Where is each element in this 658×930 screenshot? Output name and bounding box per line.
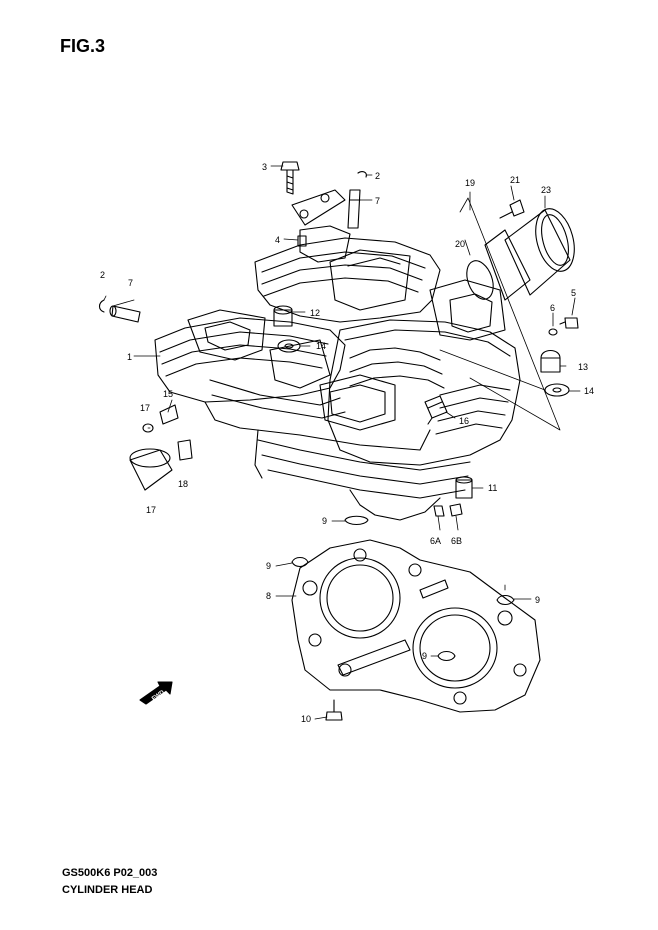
callout-15: 16 — [459, 416, 469, 426]
callout-13: 13 — [578, 362, 588, 372]
callout-18: 18 — [178, 479, 188, 489]
figure-title: FIG.3 — [60, 36, 106, 56]
callout-22: 21 — [510, 175, 520, 185]
pipe-7-left — [109, 305, 141, 323]
pipe-7-right — [347, 189, 361, 229]
washer-14-right — [544, 383, 570, 397]
callout-9-a: 9 — [322, 516, 327, 526]
callout-17: 15 — [163, 389, 173, 399]
callout-11: 11 — [488, 483, 497, 493]
washer-6-right — [548, 328, 558, 336]
bolt-5 — [559, 317, 579, 329]
callout-2-left: 2 — [100, 270, 105, 280]
cylinder-fins — [254, 429, 471, 521]
insulator-21 — [484, 229, 531, 301]
clip-2-right — [357, 171, 367, 178]
callout-19: 17 — [140, 403, 150, 413]
callout-4: 4 — [275, 235, 280, 245]
cap-nut-13 — [540, 349, 561, 373]
callout-21: 20 — [455, 239, 465, 249]
cylinder-head-gasket — [291, 539, 541, 713]
callout-14-left: 14 — [316, 341, 326, 351]
dowel-11 — [455, 476, 473, 499]
bolt-6a — [433, 505, 445, 517]
cylinder-head-main — [154, 309, 431, 451]
bolt-3 — [280, 161, 300, 195]
callout-10: 10 — [301, 714, 311, 724]
rear-cylinder-head — [254, 225, 441, 323]
o-ring-20 — [466, 260, 494, 300]
cam-holder — [291, 189, 346, 226]
callout-12: 12 — [310, 308, 320, 318]
callout-9-b: 9 — [266, 561, 271, 571]
screw-19 — [142, 423, 154, 433]
callout-16: 17 — [146, 505, 156, 515]
figure-code: GS500K6 P02_003 — [62, 867, 158, 879]
callout-23: 23 — [541, 185, 551, 195]
o-ring-18 — [177, 439, 193, 461]
leader-lines — [103, 165, 581, 720]
front-cylinder-head — [319, 279, 521, 466]
bolt-6b — [449, 503, 463, 517]
callout-2-top: 2 — [375, 171, 380, 181]
callout-5: 5 — [571, 288, 576, 298]
clip-2-left — [98, 299, 105, 313]
callout-1: 1 — [127, 352, 132, 362]
callout-labels: 3 2 7 4 2 7 12 14 1 15 17 16 18 17 11 9 … — [100, 162, 594, 724]
callout-7-left: 7 — [128, 278, 133, 288]
dowel-4 — [297, 235, 307, 247]
callout-8: 8 — [266, 591, 271, 601]
callout-3: 3 — [262, 162, 267, 172]
cap-16 — [129, 448, 173, 491]
bracket-17 — [159, 404, 179, 425]
bolt-22 — [499, 199, 525, 219]
bolt-10 — [325, 699, 343, 721]
callout-6b: 6B — [451, 536, 462, 546]
callout-20: 19 — [465, 178, 475, 188]
callout-9-d: 9 — [422, 651, 427, 661]
figure-name: CYLINDER HEAD — [62, 884, 153, 896]
cap-nut-12 — [273, 305, 293, 327]
callout-14-right: 14 — [584, 386, 594, 396]
spark-plug-15 — [424, 395, 448, 425]
o-rings-9 — [291, 515, 515, 662]
fwd-arrow — [139, 681, 173, 705]
callout-6: 6 — [550, 303, 555, 313]
callout-7-top: 7 — [375, 196, 380, 206]
callout-9-c: 9 — [535, 595, 540, 605]
callout-6a: 6A — [430, 536, 441, 546]
intake-pipe-23 — [504, 208, 575, 296]
